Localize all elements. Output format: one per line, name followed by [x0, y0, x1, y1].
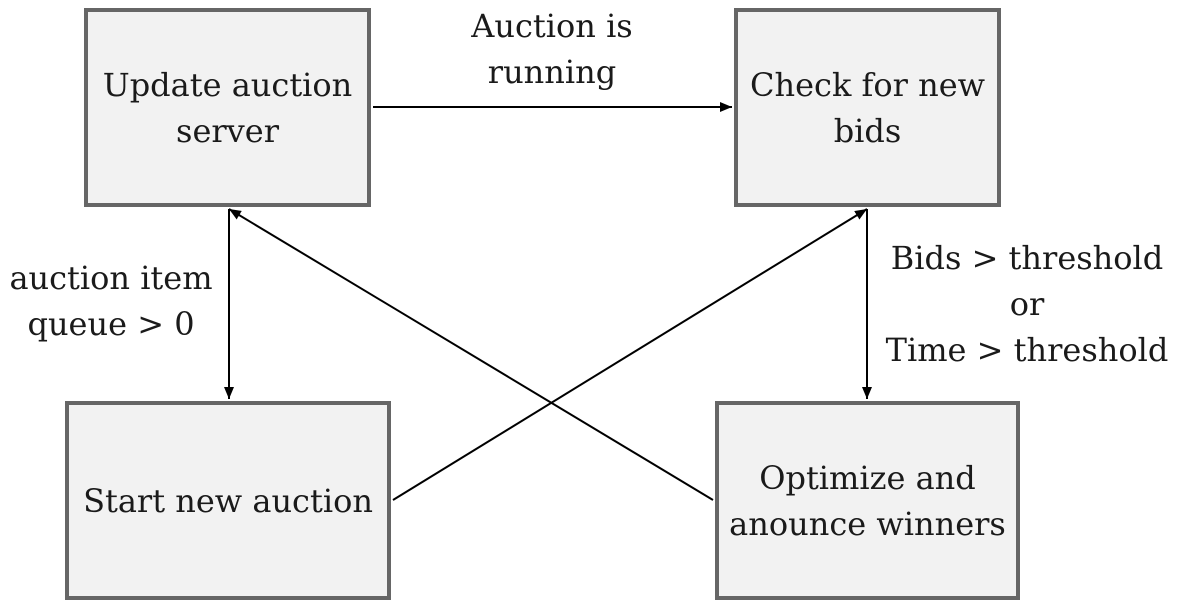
edge-label-threshold-condition: Bids > threshold or Time > threshold	[885, 239, 1169, 369]
edge-label-auction-running: Auction is running	[471, 7, 633, 91]
node-update-server-label: Update auction server	[102, 65, 353, 150]
node-check-bids-label: Check for new bids	[749, 65, 986, 150]
node-update-server: Update auction server	[84, 8, 371, 207]
edge-label-queue-condition: auction item queue > 0	[9, 259, 213, 343]
node-optimize-winners: Optimize and anounce winners	[715, 401, 1020, 600]
edge-optimize-to-update	[228, 208, 714, 501]
edge-start-to-check	[392, 208, 868, 501]
node-check-bids: Check for new bids	[734, 8, 1001, 207]
node-start-auction-label: Start new auction	[83, 481, 373, 520]
node-optimize-winners-label: Optimize and anounce winners	[729, 458, 1006, 543]
node-start-auction: Start new auction	[65, 401, 391, 600]
